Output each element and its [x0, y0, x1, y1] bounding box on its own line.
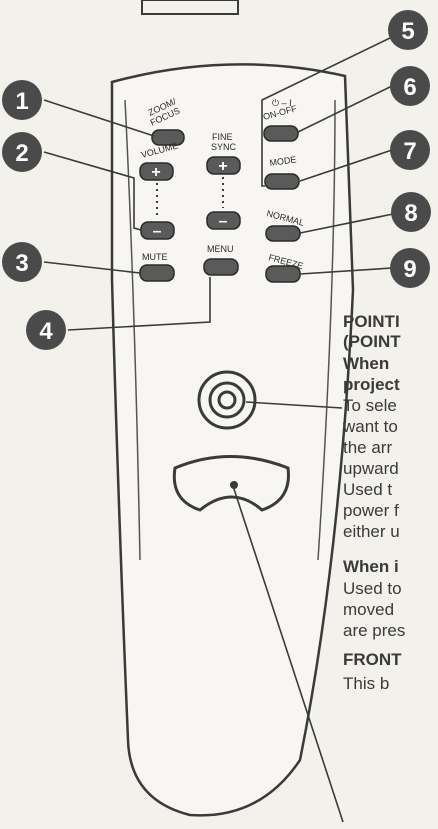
callout-4-label: 4 — [39, 318, 53, 345]
leader-8 — [299, 213, 394, 234]
mode-label: MODE — [269, 154, 297, 168]
leader-6 — [297, 85, 393, 133]
when-line: When — [343, 354, 390, 373]
callout-3-circle — [2, 242, 42, 282]
callout-2-label: 2 — [15, 140, 28, 167]
zoom-focus-button[interactable] — [151, 129, 185, 146]
callout-2-circle — [2, 132, 42, 172]
pointing-button[interactable] — [197, 370, 257, 430]
leader-9 — [299, 267, 393, 275]
body-line-8: Used to — [343, 579, 402, 598]
volume-minus-glyph: – — [153, 223, 162, 240]
leader-pointing — [245, 401, 343, 409]
pointing-heading-2: (POINT — [343, 332, 401, 351]
callout-6-label: 6 — [403, 74, 416, 101]
body-line-9: moved — [343, 600, 395, 619]
project-line: project — [343, 375, 400, 394]
menu-label: MENU — [207, 244, 234, 254]
front-heading: FRONT — [343, 650, 402, 669]
body-line-5: Used t — [343, 480, 393, 499]
leader-2 — [43, 151, 142, 231]
mute-label: MUTE — [142, 252, 168, 262]
body-line-7: either u — [343, 522, 400, 541]
volume-plus-button[interactable] — [139, 162, 174, 181]
top-box — [141, 0, 239, 15]
callout-1-circle — [2, 80, 42, 120]
callout-3-label: 3 — [15, 250, 28, 277]
callout-1-label: 1 — [15, 88, 28, 115]
sync-label: SYNC — [211, 142, 237, 152]
callout-6-circle — [390, 66, 430, 106]
menu-button[interactable] — [203, 258, 239, 276]
body-line-6: power f — [343, 501, 399, 520]
callout-9-label: 9 — [403, 256, 416, 283]
remote-body — [110, 63, 355, 817]
normal-button[interactable] — [265, 225, 301, 242]
remote-edge-left — [124, 99, 141, 561]
body-line-3: the arr — [343, 438, 393, 457]
right-click-dot — [230, 481, 238, 489]
leader-5 — [261, 37, 391, 187]
body-line-10: are pres — [343, 621, 406, 640]
callouts — [2, 10, 431, 350]
callout-5-circle — [388, 10, 428, 50]
fine-label: FINE — [212, 132, 233, 142]
mute-button[interactable] — [139, 264, 175, 282]
callout-9-circle — [390, 248, 430, 288]
body-line-4: upward — [343, 459, 399, 478]
when-i-heading: When i — [343, 557, 399, 576]
remote-edge-right — [317, 99, 336, 561]
callout-4-circle — [26, 310, 66, 350]
callout-8-label: 8 — [404, 200, 417, 227]
body-line-11: This b — [343, 674, 390, 693]
callout-7-label: 7 — [403, 138, 416, 165]
leader-crescent — [233, 488, 344, 823]
sync-plus-glyph: + — [218, 158, 227, 175]
on-off-button[interactable] — [263, 125, 299, 142]
mode-button[interactable] — [264, 173, 300, 190]
body-line-1: To sele — [343, 396, 397, 415]
right-click-button[interactable] — [172, 455, 290, 512]
callout-8-circle — [391, 192, 431, 232]
leader-4 — [67, 277, 211, 331]
fine-sync-plus-button[interactable] — [206, 156, 241, 175]
volume-plus-glyph: + — [151, 164, 160, 181]
callout-7-circle — [390, 130, 430, 170]
volume-minus-button[interactable] — [140, 221, 175, 240]
fine-sync-minus-button[interactable] — [206, 211, 241, 230]
leader-3 — [43, 261, 141, 274]
pointing-heading-1: POINTI — [343, 312, 400, 331]
sync-minus-glyph: – — [219, 213, 228, 230]
leader-1 — [43, 99, 155, 137]
body-line-2: want to — [343, 417, 398, 436]
callout-5-label: 5 — [401, 18, 414, 45]
power-symbol-label: ⏻ – I — [272, 98, 292, 108]
leader-7 — [299, 149, 393, 182]
